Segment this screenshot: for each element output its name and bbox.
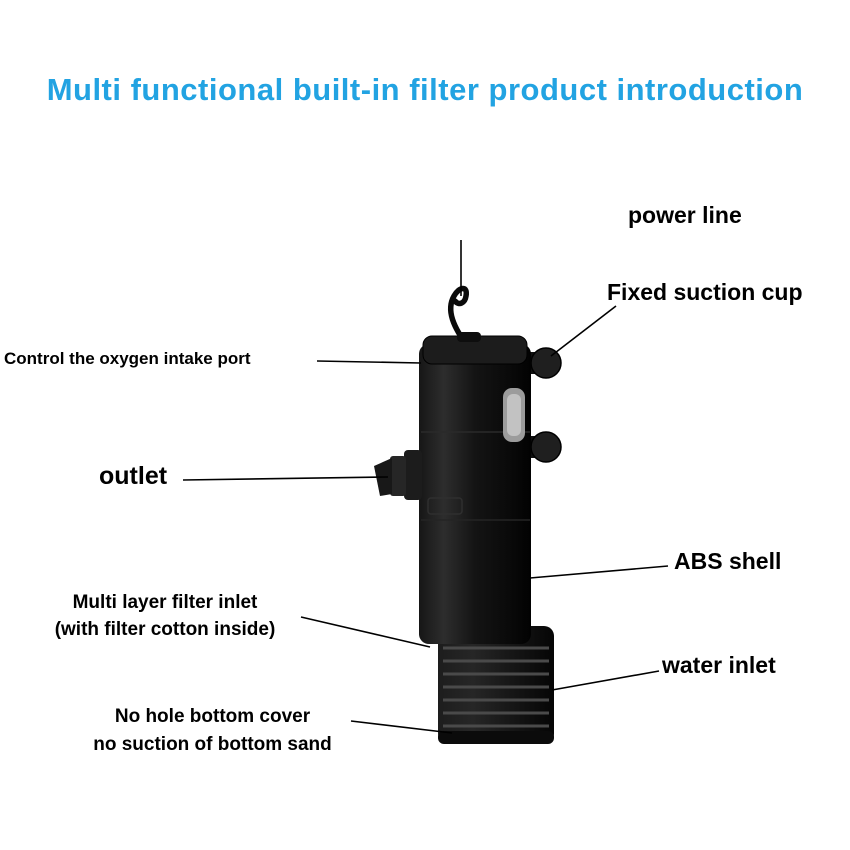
callout-label-abs-shell: ABS shell (674, 548, 782, 574)
callout-line-outlet (182, 476, 389, 481)
callout-line-filter-inlet (300, 616, 431, 648)
callout-line-abs-shell (529, 565, 669, 579)
filter-device-illustration (374, 285, 562, 744)
callout-line-water-inlet (551, 670, 660, 691)
callout-label-fixed-suction-cup: Fixed suction cup (607, 279, 803, 305)
nozzle-flange (404, 450, 422, 500)
impeller-window-highlight (507, 394, 521, 436)
callout-label-oxygen-intake-port: Control the oxygen intake port (4, 349, 251, 368)
cord-boss (457, 332, 481, 342)
bottom-cover-line2: no suction of bottom sand (93, 734, 332, 755)
callout-line-fixed-suction-cup (550, 305, 617, 357)
bottom-cover-line1: No hole bottom cover (114, 706, 311, 727)
suction-cup-bottom-icon (530, 431, 562, 463)
callout-label-water-inlet: water inlet (662, 652, 776, 678)
no-hole-bottom-cover (438, 731, 554, 744)
power-cord (447, 285, 472, 351)
filter-inlet-line1: Multi layer filter inlet (72, 592, 258, 613)
nozzle-tube (390, 456, 406, 496)
page-title: Multi functional built-in filter product… (46, 72, 804, 107)
callout-label-outlet: outlet (99, 462, 168, 490)
callout-line-bottom-cover (350, 720, 453, 734)
outlet-nozzle (374, 450, 422, 500)
filter-body (419, 332, 531, 644)
filter-inlet-line2: (with filter cotton inside) (54, 619, 276, 640)
callout-line-oxygen-intake (316, 360, 422, 364)
cage-slats (443, 646, 549, 728)
bottom-filter-cage (438, 626, 554, 744)
body-recess (427, 497, 463, 515)
callout-lines (182, 240, 669, 734)
callout-label-power-line: power line (628, 202, 742, 228)
callout-label-filter-inlet: Multi layer filter inlet (with filter co… (25, 589, 305, 643)
callout-label-bottom-cover: No hole bottom cover no suction of botto… (65, 703, 360, 759)
